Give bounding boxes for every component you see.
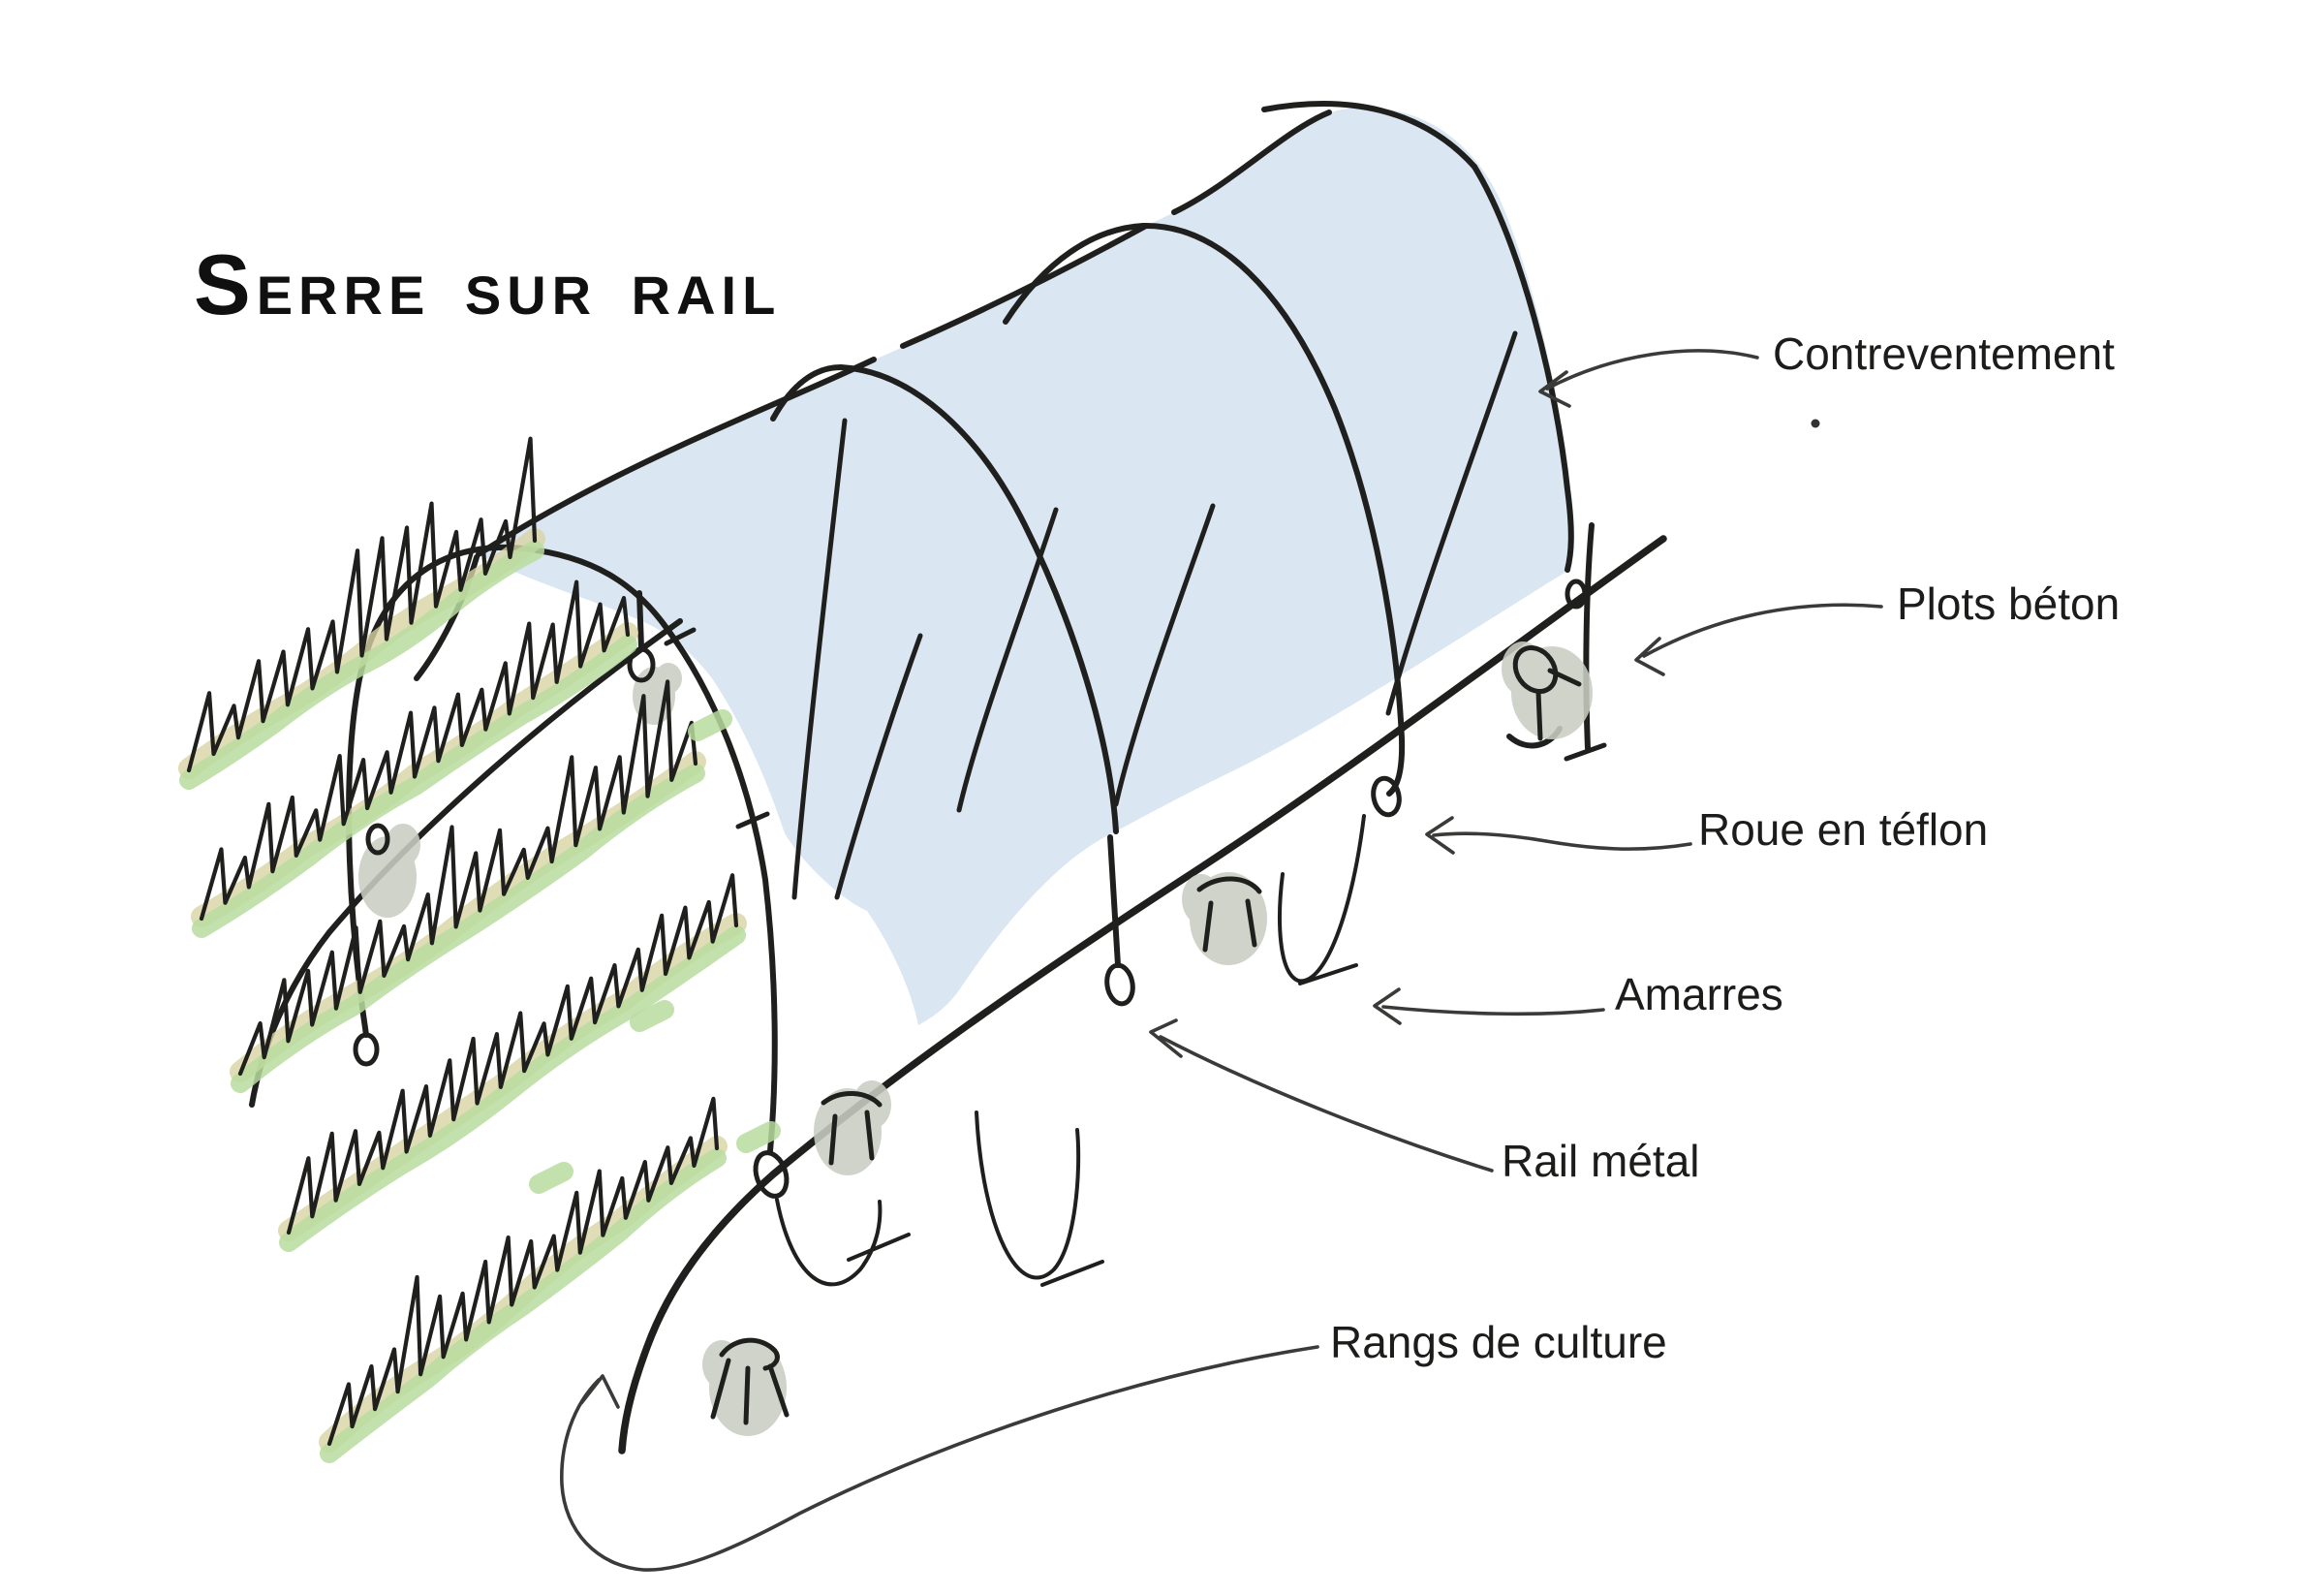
arrow-amarres (1373, 987, 1605, 1025)
arrow-rail-metal (1149, 1018, 1494, 1173)
teflon-wheel-back (1371, 775, 1402, 818)
teflon-wheel-right (1512, 645, 1559, 694)
crop-row-stroke (179, 541, 544, 790)
far-post (636, 590, 644, 650)
teflon-wheel-rear (1565, 579, 1588, 610)
concrete-block-strokes (664, 627, 1607, 1425)
rear-post (1583, 522, 1595, 751)
teflon-wheel-front (753, 1150, 790, 1199)
ridge-line (414, 101, 1574, 749)
crop-row-stroke (326, 1096, 720, 1447)
crop-row-stroke (320, 1148, 727, 1463)
middle-hoop (770, 364, 1119, 834)
crop-row-stroke (192, 635, 637, 938)
teflon-wheel-farmid (627, 646, 656, 683)
crop-row-stroke (286, 873, 739, 1235)
crop-row-stroke (186, 436, 538, 773)
concrete-block-center (1182, 872, 1267, 965)
label-rail-metal: Rail métal (1502, 1136, 1700, 1186)
label-plots-beton: Plots béton (1897, 579, 2121, 629)
arrow-plots-beton (1634, 603, 1883, 676)
back-hoop (1003, 222, 1406, 797)
annotation-arrows (560, 349, 1883, 1572)
concrete-blocks (358, 641, 1593, 1436)
label-amarres: Amarres (1615, 969, 1783, 1019)
rail-near (618, 535, 1667, 1454)
brace-lines (791, 330, 1518, 900)
arrow-roue-teflon (1425, 816, 1692, 855)
crop-row-stroke (279, 925, 746, 1252)
concrete-block-far-left (358, 824, 420, 918)
crop-row-stroke (688, 709, 732, 741)
teflon-wheel-left (353, 1032, 380, 1067)
arrow-rangs-culture (560, 1345, 1319, 1572)
crop-row-stroke (529, 1162, 573, 1194)
crop-row-stroke (237, 679, 698, 1077)
label-contreventement: Contreventement (1773, 328, 2115, 379)
crop-row-stroke (199, 579, 631, 922)
arrow-contreventement (1538, 349, 1759, 408)
crop-row-stroke (736, 1121, 781, 1153)
concrete-block-right (1502, 641, 1593, 739)
annotation-dot (1811, 419, 1820, 428)
diagram-title: Serre sur rail (194, 236, 782, 332)
teflon-wheel-mid (1104, 962, 1135, 1007)
mid-post (1107, 834, 1121, 968)
teflon-wheels (353, 579, 1588, 1199)
crop-row-stroke (630, 1000, 674, 1032)
crop-rows (178, 436, 781, 1463)
front-hoop (346, 544, 778, 1154)
label-rangs-culture: Rangs de culture (1330, 1317, 1667, 1367)
mooring-loops (775, 814, 1366, 1287)
crop-row-stroke (231, 764, 705, 1093)
teflon-wheel-far (365, 823, 390, 856)
label-roue-teflon: Roue en téflon (1698, 804, 1989, 855)
